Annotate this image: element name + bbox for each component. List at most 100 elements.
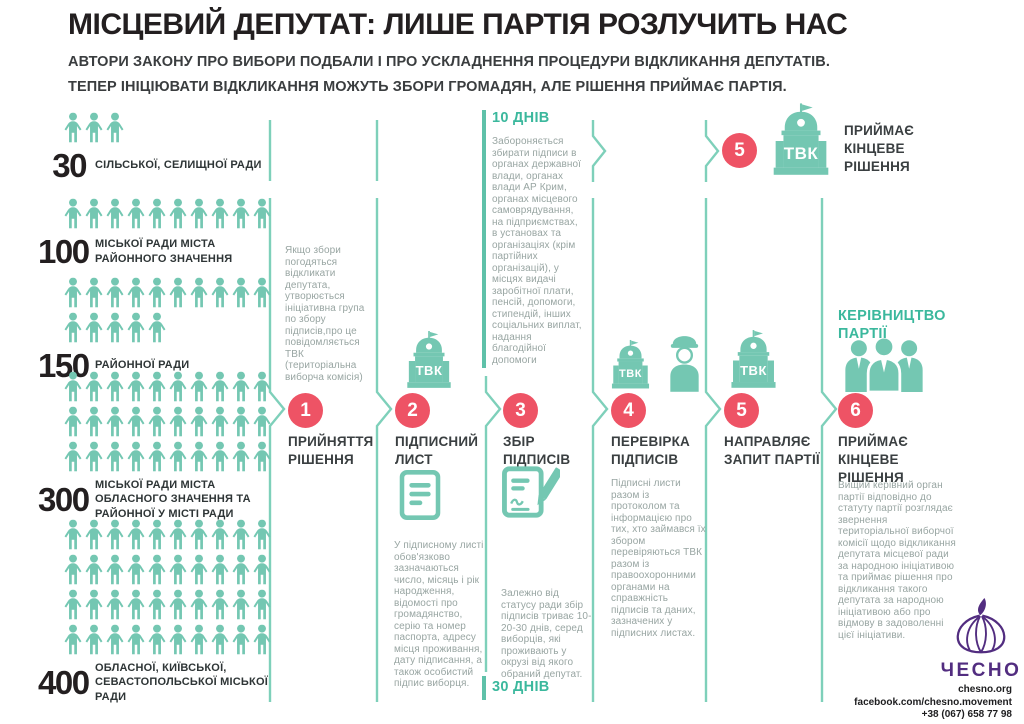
person-icon	[232, 624, 250, 655]
person-icon	[106, 624, 124, 655]
tvk-building-icon: ТВК	[398, 330, 460, 392]
person-icon	[190, 441, 208, 472]
ten-days-text: Забороняється збирати підписи в органах …	[492, 136, 582, 366]
person-icon	[253, 406, 271, 437]
person-icon	[169, 406, 187, 437]
person-icon	[253, 371, 271, 402]
person-icon	[253, 277, 271, 308]
council-group-village: 30 СІЛЬСЬКОЇ, СЕЛИЩНОЇ РАДИ	[38, 112, 280, 182]
person-icon	[148, 371, 166, 402]
ten-days-label: 10 ДНІВ	[492, 110, 550, 126]
person-icon	[190, 198, 208, 229]
person-icon	[127, 406, 145, 437]
person-icon	[169, 519, 187, 550]
party-leadership-group-icon	[840, 338, 928, 392]
council-count: 30	[52, 147, 87, 184]
facebook-link[interactable]: facebook.com/chesno.movement	[854, 696, 1012, 708]
people-grid	[64, 198, 282, 233]
council-group-oblast-city: 300 МІСЬКОЇ РАДИ МІСТА ОБЛАСНОГО ЗНАЧЕНН…	[38, 371, 280, 521]
tvk-icon-label: ТВК	[783, 144, 819, 164]
tvk-icon-label: ТВК	[619, 367, 642, 380]
person-icon	[232, 519, 250, 550]
person-icon	[64, 519, 82, 550]
person-icon	[211, 624, 229, 655]
council-label: МІСЬКОЇ РАДИ МІСТА РАЙОННОГО ЗНАЧЕННЯ	[95, 238, 233, 265]
step-2-title: ПІДПИСНИЙ ЛИСТ	[395, 434, 479, 467]
final-decision-label: ПРИЙМАЄ КІНЦЕВЕ РІШЕННЯ	[844, 123, 915, 174]
person-icon	[190, 371, 208, 402]
person-icon	[211, 277, 229, 308]
person-icon	[190, 277, 208, 308]
person-icon	[148, 277, 166, 308]
page-subtitle: АВТОРИ ЗАКОНУ ПРО ВИБОРИ ПОДБАЛИ І ПРО У…	[68, 50, 948, 99]
council-label: РАЙОННОЇ РАДИ	[95, 359, 190, 372]
person-icon	[106, 589, 124, 620]
person-icon	[211, 441, 229, 472]
person-icon	[211, 371, 229, 402]
person-icon	[64, 554, 82, 585]
person-icon	[127, 277, 145, 308]
step-1-badge: 1	[288, 393, 323, 428]
person-icon	[190, 554, 208, 585]
council-count: 150	[38, 347, 90, 384]
person-icon	[85, 371, 103, 402]
person-icon	[253, 589, 271, 620]
person-icon	[253, 554, 271, 585]
person-icon	[232, 406, 250, 437]
person-icon	[106, 554, 124, 585]
subtitle-line-1: АВТОРИ ЗАКОНУ ПРО ВИБОРИ ПОДБАЛИ І ПРО У…	[68, 54, 830, 70]
person-icon	[232, 371, 250, 402]
brand-name: ЧЕСНО	[940, 660, 1022, 681]
person-icon	[106, 371, 124, 402]
contact-block: chesno.org facebook.com/chesno.movement …	[760, 684, 1012, 722]
person-icon	[148, 441, 166, 472]
council-group-oblast: 400 ОБЛАСНОЇ, КИЇВСЬКОЇ, СЕВАСТОПОЛЬСЬКО…	[38, 519, 280, 704]
signature-collection-icon	[502, 464, 560, 520]
person-icon	[127, 519, 145, 550]
person-icon	[85, 198, 103, 229]
person-icon	[232, 277, 250, 308]
step-6-badge: 6	[838, 393, 873, 428]
ten-days-bar	[482, 110, 486, 368]
person-icon	[106, 277, 124, 308]
person-icon	[190, 406, 208, 437]
step-1-text: Якщо збори погодяться відкликати депутат…	[285, 245, 365, 383]
person-icon	[253, 519, 271, 550]
person-icon	[169, 589, 187, 620]
step-5-badge: 5	[724, 393, 759, 428]
person-icon	[253, 441, 271, 472]
council-group-raion: 150 РАЙОННОЇ РАДИ	[38, 277, 280, 382]
person-icon	[85, 554, 103, 585]
website-link[interactable]: chesno.org	[958, 684, 1012, 695]
person-icon	[169, 371, 187, 402]
person-icon	[169, 198, 187, 229]
person-icon	[232, 441, 250, 472]
step-4-title: ПЕРЕВІРКА ПІДПИСІВ	[611, 434, 691, 467]
council-label: МІСЬКОЇ РАДИ МІСТА ОБЛАСНОГО ЗНАЧЕННЯ ТА…	[95, 479, 251, 520]
person-icon	[106, 312, 124, 343]
person-icon	[253, 624, 271, 655]
phone-number: +38 (067) 658 77 98	[921, 709, 1012, 720]
person-icon	[85, 624, 103, 655]
person-icon	[106, 441, 124, 472]
tvk-building-icon: ТВК	[762, 102, 840, 180]
step-6-title: ПРИЙМАЄ КІНЦЕВЕ РІШЕННЯ	[838, 434, 909, 485]
person-icon	[190, 519, 208, 550]
person-icon	[64, 624, 82, 655]
step-4-badge: 4	[611, 393, 646, 428]
person-icon	[64, 277, 82, 308]
signature-sheet-icon	[399, 470, 441, 520]
person-icon	[127, 371, 145, 402]
council-label: СІЛЬСЬКОЇ, СЕЛИЩНОЇ РАДИ	[95, 159, 262, 172]
person-icon	[148, 624, 166, 655]
people-grid	[64, 112, 282, 147]
thirty-days-bar	[482, 676, 486, 700]
subtitle-line-2: ТЕПЕР ІНІЦІЮВАТИ ВІДКЛИКАННЯ МОЖУТЬ ЗБОР…	[68, 78, 787, 95]
person-icon	[64, 112, 82, 143]
person-icon	[232, 589, 250, 620]
party-leadership-heading: КЕРІВНИЦТВО ПАРТІЇ	[838, 308, 946, 343]
person-icon	[148, 312, 166, 343]
person-icon	[169, 624, 187, 655]
council-label: ОБЛАСНОЇ, КИЇВСЬКОЇ, СЕВАСТОПОЛЬСЬКОЇ МІ…	[95, 662, 268, 703]
policeman-icon	[663, 335, 706, 392]
